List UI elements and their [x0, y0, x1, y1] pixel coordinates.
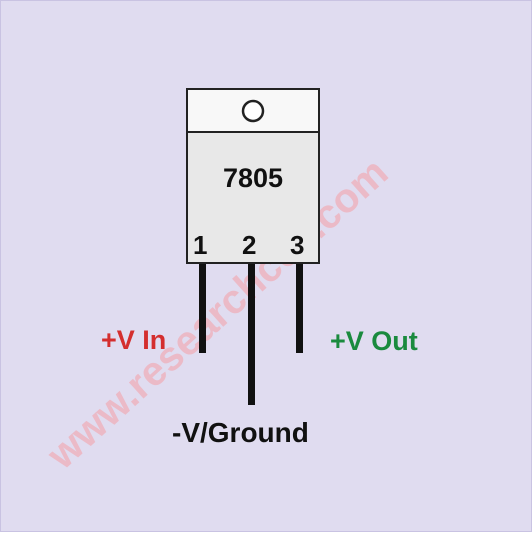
mounting-hole-icon [241, 99, 265, 123]
pin-3-number: 3 [290, 230, 305, 260]
pin-3-label: +V Out [330, 326, 418, 356]
component-name: 7805 [222, 163, 284, 193]
pin-1-label: +V In [101, 325, 167, 355]
pin-1-lead [199, 263, 206, 353]
pin-2-number: 2 [242, 230, 257, 260]
pin-2-lead [248, 263, 255, 405]
pin-1-number: 1 [193, 230, 208, 260]
pin-3-lead [296, 263, 303, 353]
pin-2-label: -V/Ground [172, 417, 309, 448]
